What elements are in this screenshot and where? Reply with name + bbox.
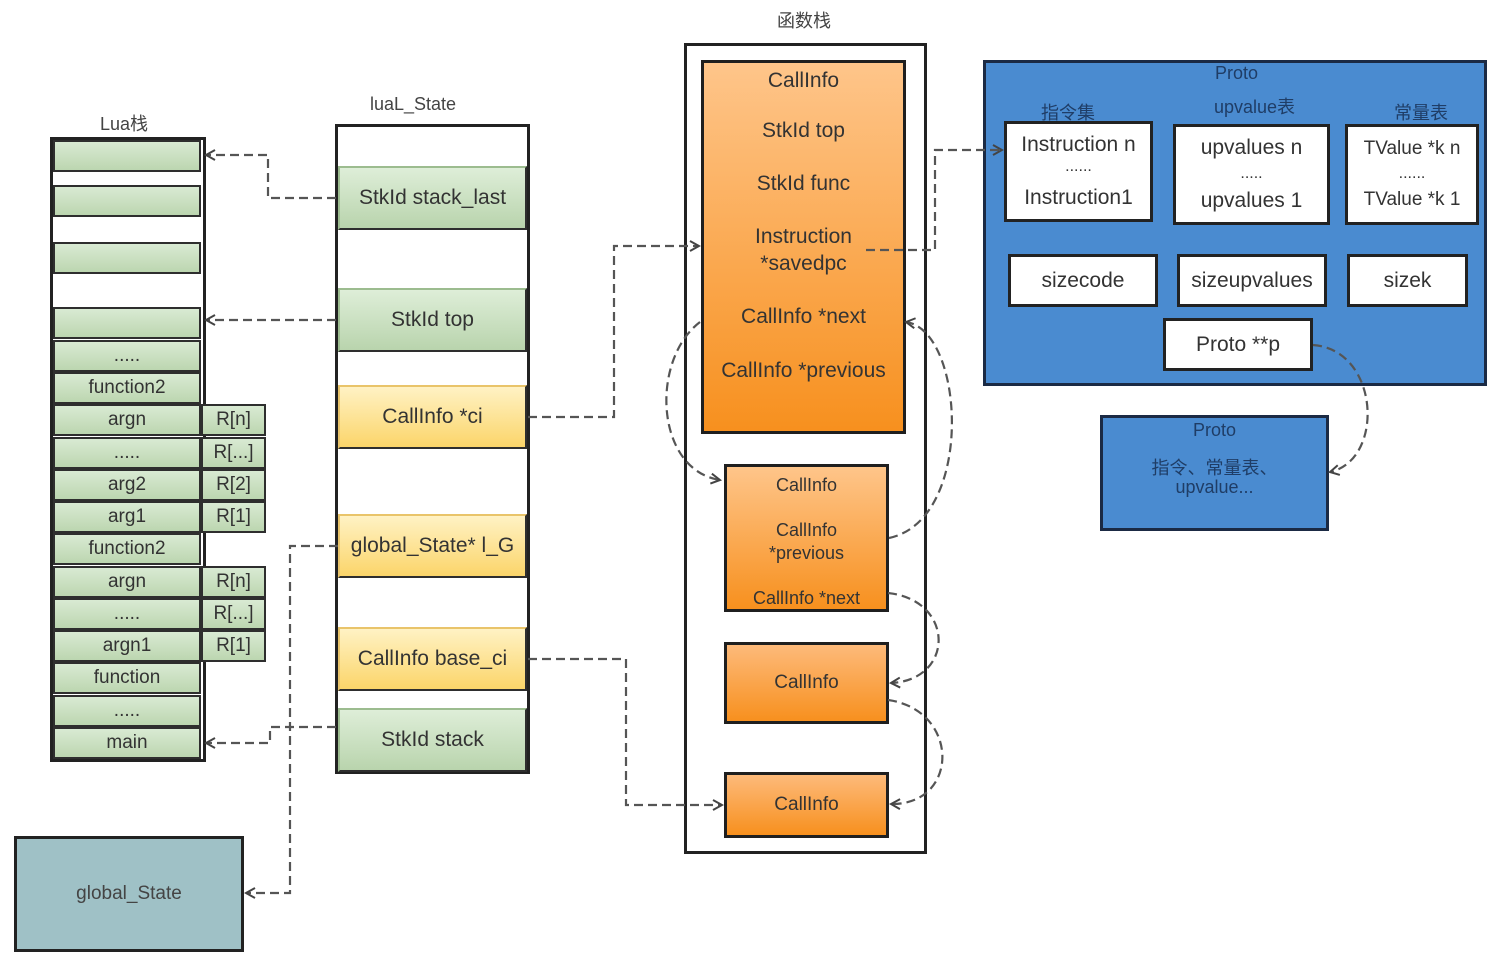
instruction-list: Instruction n ...... Instruction1 (1004, 121, 1153, 222)
lua-stack-cell: arg2 (53, 469, 201, 501)
lua-stack-cell: argn (53, 404, 201, 436)
lua-stack-cell: arg1 (53, 501, 201, 533)
callinfo-next: CallInfo *next (741, 305, 866, 328)
callinfo-func: StkId func (756, 172, 851, 195)
callinfo-second: CallInfo CallInfo *previous CallInfo *ne… (724, 464, 889, 612)
proto-child-title: Proto (1192, 420, 1237, 440)
register-cell: R[2] (201, 469, 266, 501)
function-stack-header: 函数栈 (777, 11, 831, 31)
constant-ellipsis: ...... (1398, 165, 1426, 182)
lual-state-header: luaL_State (370, 94, 457, 114)
lua-stack-cell: function2 (53, 372, 201, 404)
constant-k-1: TValue *k 1 (1363, 189, 1461, 210)
sizecode-label: sizecode (1041, 269, 1125, 292)
callinfo-current: CallInfo StkId top StkId func Instructio… (701, 60, 906, 434)
register-cell: R[n] (201, 404, 266, 436)
global-state: global_State (14, 836, 244, 952)
callinfo-previous-2: *previous (768, 543, 845, 563)
instruction-set-header: 指令集 (1041, 103, 1095, 123)
callinfo-savedpc-2: *savedpc (760, 252, 847, 275)
arrow-ci (528, 246, 699, 419)
arrow-stack (206, 725, 336, 743)
stack-slot: StkId stack (338, 708, 527, 772)
callinfo-top: StkId top (762, 119, 845, 142)
proto-p-label: Proto **p (1195, 333, 1281, 356)
lua-stack-cell: function2 (53, 533, 201, 565)
lua-stack-cell: ..... (53, 340, 201, 372)
callinfo-title: CallInfo (767, 69, 840, 92)
upvalues-1: upvalues 1 (1200, 189, 1303, 212)
register-cell: R[...] (201, 598, 266, 630)
register-cell: R[1] (201, 501, 266, 533)
instruction-ellipsis: ...... (1065, 158, 1092, 175)
proto-child: Proto 指令、常量表、 upvalue... (1100, 415, 1329, 531)
lua-stack-cell: function (53, 662, 201, 694)
proto-child-line2: upvalue... (1175, 477, 1254, 497)
sizeupvalues-field: sizeupvalues (1177, 254, 1327, 307)
upvalue-table-header: upvalue表 (1214, 97, 1296, 117)
callinfo-next: CallInfo *next (752, 588, 861, 608)
lua-stack-cell: argn1 (53, 630, 201, 662)
top-slot: StkId top (338, 288, 527, 352)
sizecode-field: sizecode (1008, 254, 1158, 307)
register-cell: R[n] (201, 566, 266, 598)
lua-stack-cell (53, 185, 201, 217)
register-cell: R[1] (201, 630, 266, 662)
l-g-slot: global_State* l_G (338, 514, 527, 578)
callinfo-base: CallInfo (724, 772, 889, 838)
callinfo-previous-1: CallInfo (775, 520, 838, 540)
lua-stack-cell: ..... (53, 437, 201, 469)
upvalues-n: upvalues n (1200, 136, 1303, 159)
sizek-field: sizek (1347, 254, 1468, 307)
arrow-stack-last (206, 155, 336, 200)
sizeupvalues-label: sizeupvalues (1191, 269, 1313, 292)
stack-last-slot: StkId stack_last (338, 166, 527, 230)
upvalues-ellipsis: ..... (1240, 165, 1263, 182)
register-cell: R[...] (201, 437, 266, 469)
instruction-1: Instruction1 (1024, 186, 1133, 209)
proto-title: Proto (1215, 63, 1259, 83)
ci-slot: CallInfo *ci (338, 385, 527, 449)
callinfo-title: CallInfo (775, 475, 838, 495)
callinfo-savedpc-1: Instruction (755, 225, 852, 248)
base-ci-slot: CallInfo base_ci (338, 627, 527, 691)
lua-stack-cell: argn (53, 566, 201, 598)
lua-stack-cell: ..... (53, 598, 201, 630)
callinfo-previous: CallInfo *previous (721, 359, 886, 382)
proto-child-line1: 指令、常量表、 (1151, 458, 1278, 478)
lua-stack-cell (53, 307, 201, 339)
constant-list: TValue *k n ...... TValue *k 1 (1345, 124, 1479, 225)
constant-k-n: TValue *k n (1363, 138, 1461, 159)
lua-stack-cell: ..... (53, 695, 201, 727)
lua-stack-cell (53, 140, 201, 172)
constant-table-header: 常量表 (1394, 103, 1448, 123)
lua-stack-cell: main (53, 727, 201, 759)
lua-stack-cell (53, 242, 201, 274)
upvalue-list: upvalues n ..... upvalues 1 (1173, 124, 1330, 225)
instruction-n: Instruction n (1021, 133, 1136, 156)
callinfo-third: CallInfo (724, 642, 889, 724)
lua-stack-header: Lua栈 (100, 114, 149, 134)
sizek-label: sizek (1383, 269, 1432, 292)
proto-p-field: Proto **p (1163, 318, 1313, 371)
